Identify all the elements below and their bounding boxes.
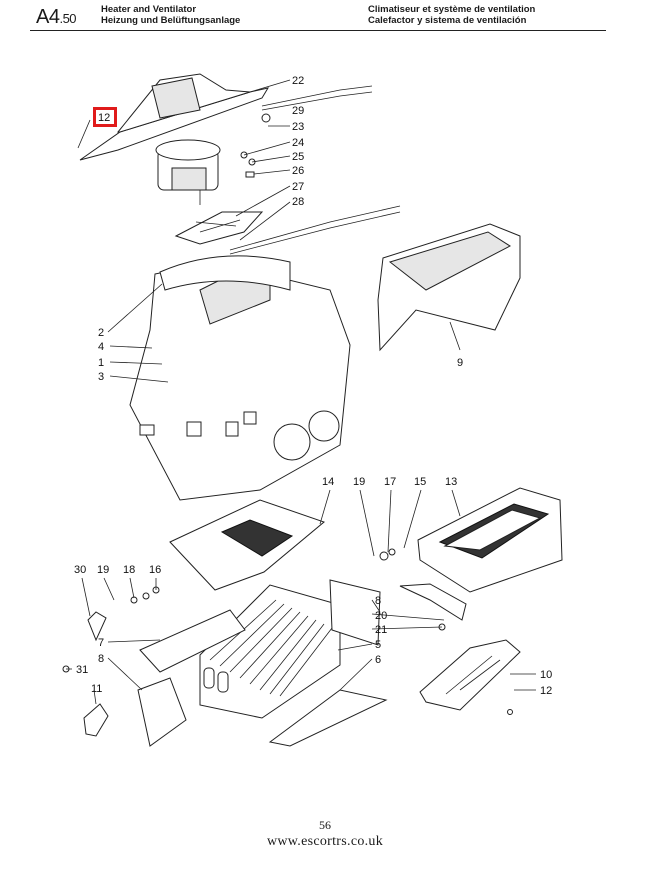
callout-13: 13 — [445, 476, 457, 488]
part-14-flap-housing — [169, 489, 331, 591]
title-english: Heater and Ventilator — [101, 4, 197, 15]
callout-16: 16 — [149, 564, 161, 576]
page-number: 56 — [319, 818, 331, 832]
header-right: Climatiseur et système de ventilation Ca… — [368, 4, 535, 26]
callout-26: 26 — [292, 165, 304, 177]
callout-2: 2 — [98, 327, 104, 339]
callout-15: 15 — [414, 476, 426, 488]
callout-11: 11 — [91, 683, 102, 695]
callout-23: 23 — [292, 121, 304, 133]
part-10-duct — [419, 639, 521, 711]
part-9-cover — [377, 223, 521, 352]
callout-19-left: 19 — [97, 564, 109, 576]
part-7-8-seals — [137, 579, 388, 747]
section-code: A4.50 — [36, 6, 77, 29]
callout-31: 31 — [76, 664, 88, 676]
callout-28: 28 — [292, 196, 304, 208]
parts-24-25-26-fixings — [240, 151, 256, 178]
callout-27: 27 — [292, 181, 304, 193]
callout-4: 4 — [98, 341, 104, 353]
callout-8-right: 8 — [375, 595, 381, 607]
header-rule — [30, 30, 606, 31]
callout-1: 1 — [98, 357, 104, 369]
title-spanish: Calefactor y sistema de ventilación — [368, 15, 527, 26]
callout-22: 22 — [292, 75, 304, 87]
part-29-cables — [261, 85, 373, 123]
callout-30: 30 — [74, 564, 86, 576]
part-28-cable — [229, 205, 401, 255]
header-left: Heater and Ventilator Heizung und Belüft… — [101, 4, 240, 26]
callout-21: 21 — [375, 624, 387, 636]
part-5-heater-matrix — [199, 584, 341, 719]
callout-14: 14 — [322, 476, 334, 488]
callout-19: 19 — [353, 476, 365, 488]
callout-6: 6 — [375, 654, 381, 666]
callout-18: 18 — [123, 564, 135, 576]
callout-3: 3 — [98, 371, 104, 383]
title-french: Climatiseur et système de ventilation — [368, 4, 536, 15]
callout-9: 9 — [457, 357, 463, 369]
heater-case — [129, 255, 351, 501]
title-german: Heizung und Belüftungsanlage — [101, 15, 241, 26]
callout-12-bottom: 12 — [540, 685, 552, 697]
callout-24: 24 — [292, 137, 304, 149]
part-22-intake-plenum — [79, 73, 291, 161]
part-27-fan — [174, 211, 264, 245]
part-11-clip — [83, 703, 109, 737]
callout-7: 7 — [98, 637, 104, 649]
callout-8-left: 8 — [98, 653, 104, 665]
callout-25: 25 — [292, 151, 304, 163]
leader-lines — [66, 119, 536, 705]
highlight-box — [93, 107, 117, 127]
callout-20: 20 — [375, 610, 387, 622]
callout-29: 29 — [292, 105, 304, 117]
section-code-main: A4 — [36, 6, 60, 28]
callout-labels: 22 29 23 24 25 26 27 28 2 4 1 3 9 12 14 … — [74, 75, 552, 697]
callout-10: 10 — [540, 669, 552, 681]
callout-12-top: 12 — [98, 112, 110, 124]
website-link[interactable]: www.escortrs.co.uk — [266, 834, 384, 849]
callout-17: 17 — [384, 476, 396, 488]
part-13-water-valve — [417, 487, 563, 593]
part-23-blower-motor — [155, 139, 221, 205]
callout-5: 5 — [375, 639, 381, 651]
section-code-sub: .50 — [59, 11, 77, 26]
